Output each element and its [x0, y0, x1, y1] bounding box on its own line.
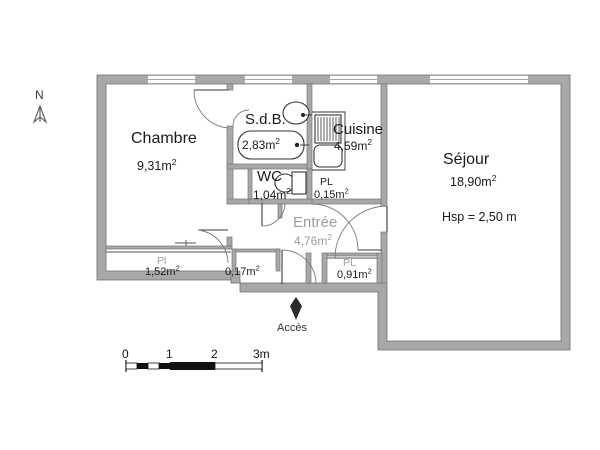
wall-cuisine-left — [306, 83, 313, 170]
wall-small-closet-right — [275, 248, 281, 272]
door-swing-chambre-hall — [197, 229, 229, 264]
room-area-entree: 4,76m2 — [294, 233, 332, 248]
bathtub-drain-icon — [294, 142, 300, 148]
closet-area-pl-small: 0,17m2 — [225, 263, 260, 278]
door-swing-sdb — [232, 109, 250, 127]
door-swing-sejour — [334, 205, 388, 259]
ceiling-height-note: Hsp = 2,50 m — [442, 210, 517, 224]
scale-tick-1: 1 — [166, 347, 173, 361]
wall-small-closet-left — [231, 248, 237, 272]
wall-wc-right — [306, 168, 313, 200]
scale-tick-2: 2 — [211, 347, 218, 361]
door-swing-entrance — [281, 249, 317, 285]
washbasin-drain-icon — [301, 113, 305, 117]
door-group — [193, 89, 388, 285]
cooktop-hatching-icon — [317, 117, 340, 141]
scale-bar-graphic — [125, 360, 263, 372]
kitchen-sink-icon — [313, 144, 343, 168]
door-swing-kitchen — [311, 203, 359, 251]
room-area-sejour: 18,90m2 — [450, 172, 497, 189]
cooktop-icon — [314, 114, 342, 144]
room-area-chambre: 9,31m2 — [137, 156, 177, 173]
wall-notch-lower-left — [230, 270, 241, 284]
interior-walls — [105, 83, 388, 284]
room-label-entree: Entrée — [293, 214, 338, 231]
closet-area-pl-mid: 0,15m2 — [314, 186, 349, 201]
room-area-sdb: 2,83m2 — [242, 137, 280, 152]
wall-entry-right — [305, 252, 312, 284]
room-label-cuisine: Cuisine — [333, 121, 384, 138]
wall-chambre-right-stub — [226, 83, 234, 91]
wall-pl-bottom — [311, 198, 382, 205]
room-label-wc: WC — [257, 168, 282, 185]
closet-label-pl-mid: PL — [320, 176, 333, 188]
wall-small-closet-top — [235, 248, 281, 253]
closet-area-pl-right: 0,91m2 — [337, 266, 372, 281]
room-label-sdb: S.d.B. — [245, 111, 286, 128]
washbasin-icon — [282, 101, 310, 125]
closet-label-pl-right: PL — [343, 257, 356, 269]
door-swing-chambre — [193, 89, 229, 129]
north-label: N — [35, 88, 44, 102]
room-area-wc: 1,04m2 — [253, 187, 291, 202]
wall-closet-left-top — [105, 245, 233, 250]
wall-pl91-top — [326, 252, 378, 257]
north-arrow-icon — [32, 104, 48, 124]
closet-area-pl-left: 1,52m2 — [145, 263, 180, 278]
wall-sejour-left-upper — [380, 83, 388, 207]
scale-tick-0: 0 — [122, 347, 129, 361]
wall-wc-left — [247, 168, 253, 200]
acces-arrow-icon — [290, 297, 302, 320]
room-label-chambre: Chambre — [131, 130, 197, 147]
room-label-sejour: Séjour — [443, 151, 490, 168]
closet-label-pl-left: Pl — [157, 255, 167, 267]
door-swing-wc — [261, 202, 286, 227]
fixture-group — [237, 101, 346, 195]
wall-pl91-right — [376, 252, 383, 284]
window-group-top — [148, 75, 528, 84]
toilet-cistern-icon — [291, 171, 307, 195]
closet-lines — [106, 240, 377, 259]
room-area-cuisine: 4,59m2 — [334, 138, 372, 153]
entry-access-label: Accès — [277, 322, 307, 334]
scale-end-label: 3m — [253, 347, 270, 361]
wall-pl91-left — [321, 252, 328, 284]
wall-wc-bottom-left — [226, 198, 250, 205]
